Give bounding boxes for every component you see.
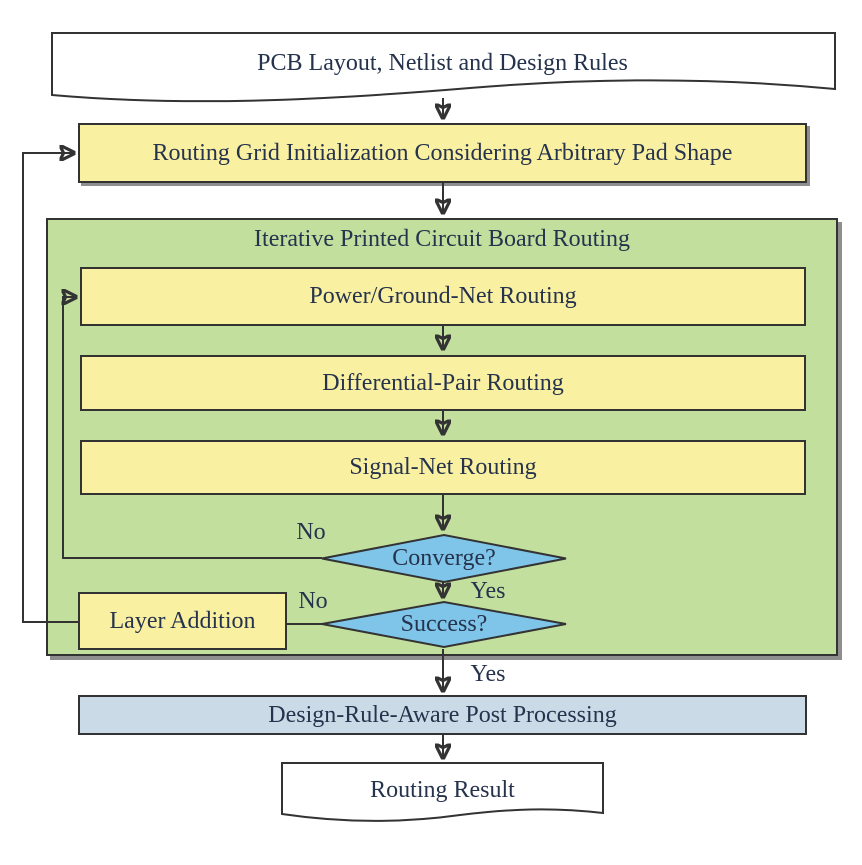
group-iterative-routing-title: Iterative Printed Circuit Board Routing: [254, 226, 630, 252]
node-layer-addition: Layer Addition: [78, 592, 287, 650]
node-signal-net-routing: Signal-Net Routing: [80, 440, 806, 495]
decision-converge-outline: [321, 533, 567, 584]
document-input-outline: [51, 32, 836, 103]
node-differential-pair-routing: Differential-Pair Routing: [80, 355, 806, 411]
node-converge-decision: Converge?: [392, 545, 496, 571]
document-input-shape: [51, 32, 836, 103]
document-result-shape: [281, 762, 604, 822]
node-result-doc: Routing Result: [370, 776, 515, 803]
node-success-decision: Success?: [400, 611, 488, 637]
document-result-outline: [281, 762, 604, 822]
edge-label-converge-no: No: [296, 519, 326, 545]
edge-label-converge-yes: Yes: [470, 578, 506, 604]
edge-label-success-yes: Yes: [470, 661, 506, 687]
node-power-ground-routing: Power/Ground-Net Routing: [80, 267, 806, 326]
decision-success-shape: [321, 600, 567, 649]
node-post-processing: Design-Rule-Aware Post Processing: [78, 695, 807, 735]
node-grid-init: Routing Grid Initialization Considering …: [78, 123, 807, 183]
decision-success-outline: [321, 600, 567, 649]
node-input-doc: PCB Layout, Netlist and Design Rules: [257, 49, 628, 76]
decision-converge-shape: [321, 533, 567, 584]
edge-label-success-no: No: [298, 588, 328, 614]
